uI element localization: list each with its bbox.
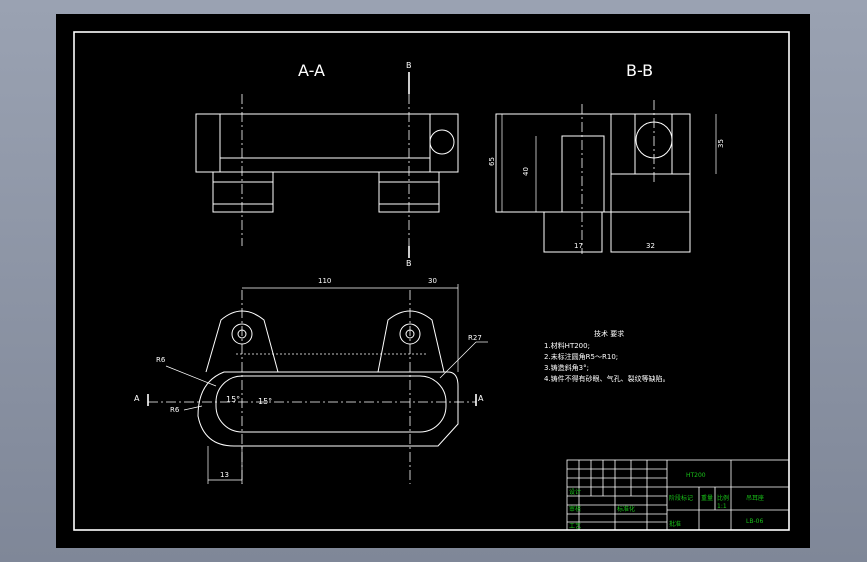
- cut-b-top-label: B: [406, 61, 412, 70]
- notes-item-4: 4.铸件不得有砂眼、气孔、裂纹等缺陷。: [544, 374, 670, 383]
- tb-process-label: 工艺: [569, 522, 581, 530]
- angle-left: 15°: [226, 395, 240, 404]
- section-b-lower-right: [610, 173, 691, 253]
- section-a-body: [195, 113, 459, 173]
- dim-r6-upper: R6: [156, 356, 166, 364]
- dim-30: 30: [428, 277, 437, 285]
- slot-outer: [215, 375, 447, 433]
- dim-13: 13: [220, 471, 229, 479]
- notes-item-2: 2.未标注圆角R5～R10;: [544, 352, 618, 361]
- dim-32: 32: [646, 242, 655, 250]
- notes-item-3: 3.铸造斜角3°;: [544, 363, 589, 372]
- section-a-title: A-A: [298, 61, 325, 80]
- tb-std-label: 标准化: [617, 505, 635, 513]
- tb-design-label: 设计: [569, 488, 581, 496]
- tb-stage-label: 阶段标记: [669, 494, 693, 502]
- technical-notes: 技术 要求 1.材料HT200; 2.未标注圆角R5～R10; 3.铸造斜角3°…: [544, 329, 670, 383]
- dim-110: 110: [318, 277, 331, 285]
- angle-right: 15°: [258, 397, 272, 406]
- section-a-left-boss: [212, 171, 274, 213]
- tb-scale-label: 比例: [717, 494, 729, 502]
- title-block: HT200 吊耳座 LB-06 阶段标记 重量 比例 1:1 设计 审核 工艺 …: [566, 459, 790, 531]
- section-a-pin-hole: [429, 129, 455, 155]
- section-b-upper: [610, 113, 691, 175]
- section-b-boss-section: [561, 135, 605, 213]
- section-a-a-view: A-A B B: [195, 61, 459, 268]
- tb-drawing-no: LB-06: [746, 518, 763, 525]
- dim-65: 65: [488, 157, 496, 166]
- cut-b-bottom-label: B: [406, 259, 412, 268]
- tb-check-label: 审核: [569, 505, 581, 513]
- cut-a-left-label: A: [134, 394, 140, 403]
- right-lug: [377, 310, 445, 373]
- section-b-outline: [495, 113, 691, 213]
- section-a-cavity: [219, 113, 431, 159]
- cut-a-right-label: A: [478, 394, 484, 403]
- base-outline: [197, 371, 459, 447]
- section-a-left-hatch: [195, 113, 221, 173]
- tb-weight-label: 重量: [701, 494, 713, 502]
- tb-part-name: 吊耳座: [746, 494, 764, 502]
- dim-r6-lower: R6: [170, 406, 180, 414]
- dim-35: 35: [717, 139, 725, 148]
- drawing-canvas: A-A B B B-B: [73, 31, 790, 531]
- section-b-b-view: B-B 65 40 35 17 32: [488, 61, 725, 254]
- tb-approve-label: 批准: [669, 520, 681, 528]
- section-b-title: B-B: [626, 61, 653, 80]
- drawing-frame: [73, 31, 790, 531]
- dim-40: 40: [522, 167, 530, 176]
- tb-scale-value: 1:1: [717, 503, 727, 510]
- dim-17: 17: [574, 242, 583, 250]
- top-view: A A 110 30 R27 R6 R6 15° 15: [134, 277, 488, 484]
- drawing-sheet: A-A B B B-B: [56, 14, 810, 548]
- tb-material: HT200: [686, 472, 706, 479]
- notes-item-1: 1.材料HT200;: [544, 341, 590, 350]
- notes-title: 技术 要求: [594, 329, 624, 338]
- section-b-lower-left: [543, 211, 603, 253]
- dim-r27: R27: [468, 334, 482, 342]
